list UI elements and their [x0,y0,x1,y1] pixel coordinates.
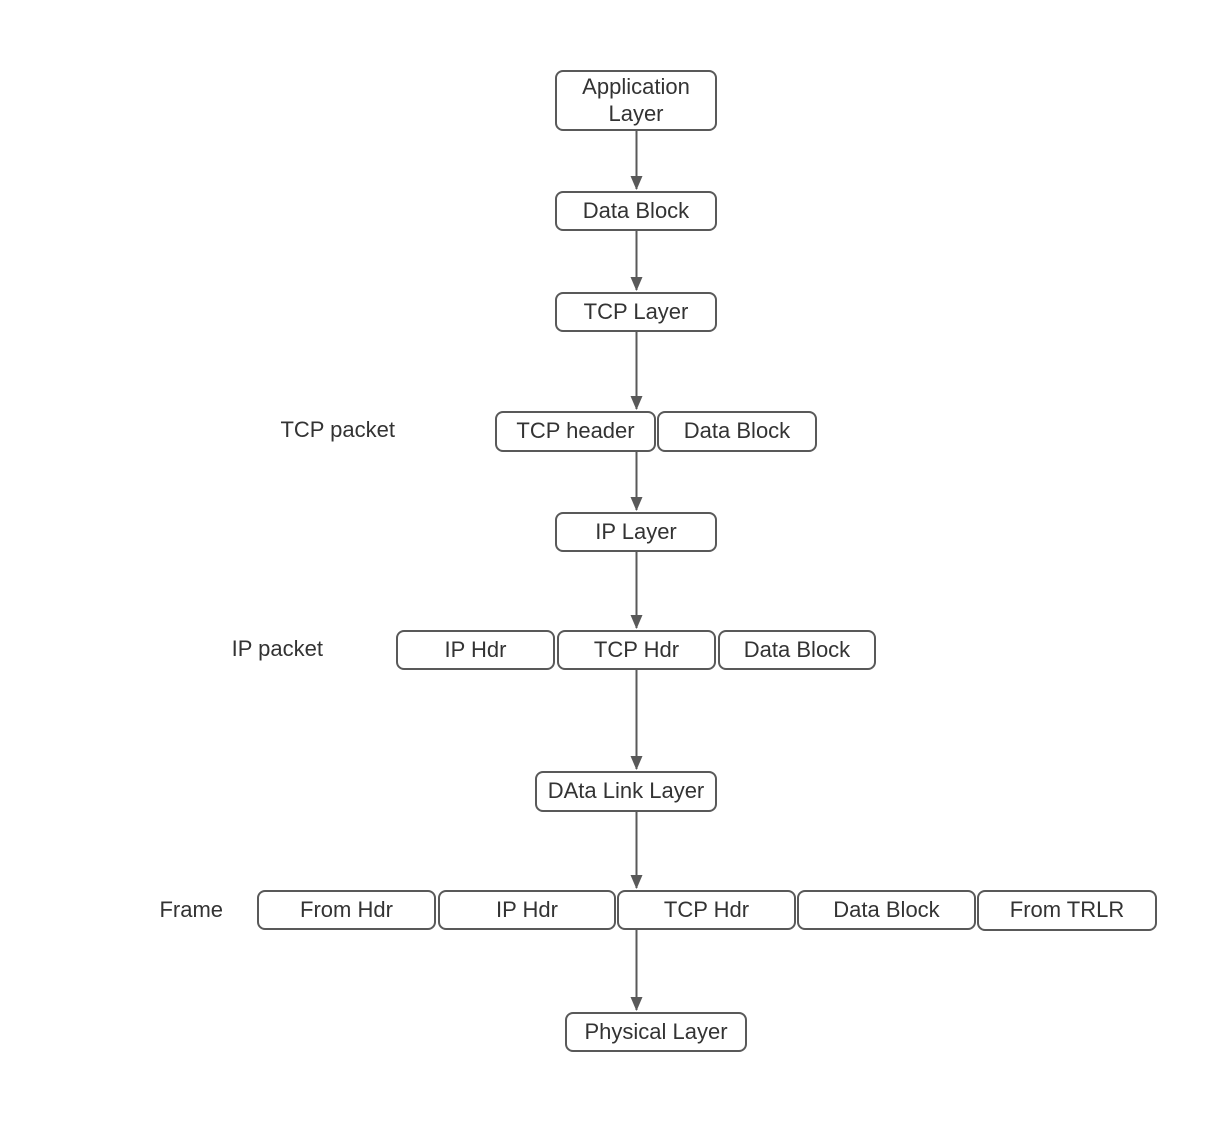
node-tcp-packet-data-block: Data Block [657,411,817,452]
node-frame-from-hdr: From Hdr [257,890,436,930]
node-ip-packet-ip-hdr: IP Hdr [396,630,555,670]
node-data-block-top: Data Block [555,191,717,231]
node-physical-layer: Physical Layer [565,1012,747,1052]
ip-packet-row-label: IP packet [231,636,323,661]
frame-row-label: Frame [159,897,223,922]
node-frame-from-trlr: From TRLR [977,890,1157,931]
node-ip-packet-data-block: Data Block [718,630,876,670]
node-frame-ip-hdr: IP Hdr [438,890,616,930]
node-frame-data-block: Data Block [797,890,976,930]
node-application-layer: Application Layer [555,70,717,131]
node-tcp-packet-header: TCP header [495,411,656,452]
node-tcp-layer: TCP Layer [555,292,717,332]
node-frame-tcp-hdr: TCP Hdr [617,890,796,930]
node-ip-packet-tcp-hdr: TCP Hdr [557,630,716,670]
node-ip-layer: IP Layer [555,512,717,552]
node-data-link-layer: DAta Link Layer [535,771,717,812]
tcp-packet-row-label: TCP packet [280,417,395,442]
